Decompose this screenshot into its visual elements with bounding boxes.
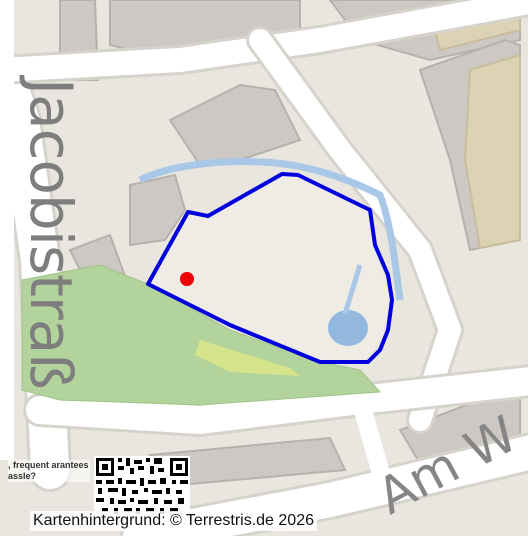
right-edge-margin bbox=[528, 0, 532, 536]
area-boundary[interactable] bbox=[146, 172, 394, 364]
water-channel bbox=[138, 158, 404, 301]
street-label-jacobistrasse: Jacobistraß bbox=[17, 78, 85, 389]
pond bbox=[328, 310, 368, 346]
plaza-area bbox=[148, 174, 390, 362]
ad-text: , frequent arantees assle? bbox=[8, 460, 90, 482]
park-highlight bbox=[195, 340, 300, 376]
left-edge-margin bbox=[0, 0, 14, 460]
map-attribution: Kartenhintergrund: © Terrestris.de 2026 bbox=[30, 511, 317, 531]
pond-inlet bbox=[342, 264, 363, 315]
qr-code-icon[interactable] bbox=[94, 456, 190, 516]
location-marker[interactable] bbox=[180, 272, 194, 286]
